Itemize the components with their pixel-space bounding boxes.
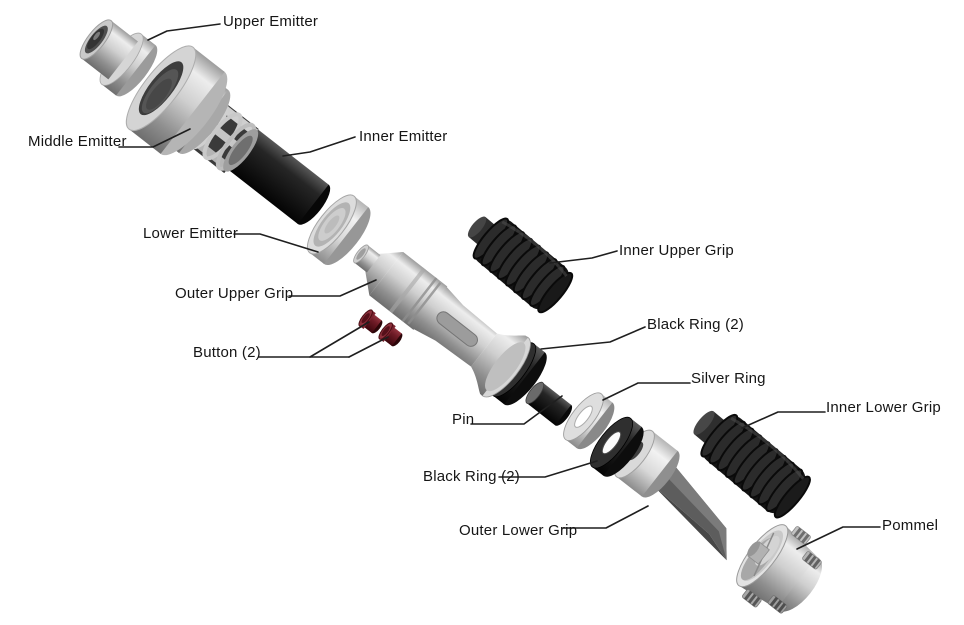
leader-line-lower-emitter — [233, 233, 319, 253]
label-outer-upper-grip: Outer Upper Grip — [175, 285, 294, 302]
leader-line-pommel — [796, 526, 881, 550]
pommel-part — [736, 524, 822, 614]
pommel-lug — [742, 589, 762, 608]
silver-ring-part — [563, 392, 615, 450]
black-ring-lower-part — [589, 416, 644, 477]
leader-line-inner-upper-grip — [549, 250, 618, 264]
pin-part — [525, 381, 573, 426]
label-inner-upper-grip: Inner Upper Grip — [619, 242, 734, 259]
label-inner-lower-grip: Inner Lower Grip — [826, 399, 941, 416]
label-upper-emitter: Upper Emitter — [223, 13, 319, 30]
upper-emitter-part — [79, 19, 158, 97]
leader-line-silver-ring — [602, 382, 691, 401]
pommel-lug — [767, 595, 788, 614]
leader-line-inner-lower-grip — [741, 411, 826, 429]
label-black-ring-upper: Black Ring (2) — [647, 316, 744, 333]
button-part-2 — [378, 322, 403, 347]
leader-line-black-ring-upper — [540, 326, 646, 350]
label-black-ring-lower: Black Ring (2) — [423, 468, 520, 485]
leader-line-button — [258, 321, 389, 358]
lower-emitter-part — [306, 194, 371, 266]
leader-line-black-ring-lower — [498, 460, 598, 478]
label-pin: Pin — [452, 411, 475, 428]
leader-line-outer-lower-grip — [562, 505, 649, 529]
label-middle-emitter: Middle Emitter — [28, 133, 127, 150]
inner-lower-grip-part — [693, 410, 811, 519]
leader-line-inner-emitter — [282, 136, 356, 157]
outer-upper-grip-part — [353, 244, 531, 398]
leader-line-middle-emitter — [118, 128, 191, 148]
pommel-lug — [791, 526, 811, 545]
leader-line-pin — [470, 395, 563, 425]
middle-emitter-part — [125, 45, 259, 174]
inner-upper-grip-part — [467, 216, 574, 314]
pommel-lug — [802, 551, 822, 570]
button-part-1 — [358, 309, 383, 334]
outer-lower-grip-part — [614, 429, 727, 561]
label-outer-lower-grip: Outer Lower Grip — [459, 522, 578, 539]
label-inner-emitter: Inner Emitter — [359, 128, 448, 145]
label-silver-ring: Silver Ring — [691, 370, 766, 387]
leader-line-upper-emitter — [147, 23, 221, 41]
leader-line-outer-upper-grip — [288, 279, 377, 297]
label-button: Button (2) — [193, 344, 261, 361]
label-lower-emitter: Lower Emitter — [143, 225, 239, 242]
label-pommel: Pommel — [882, 517, 939, 534]
